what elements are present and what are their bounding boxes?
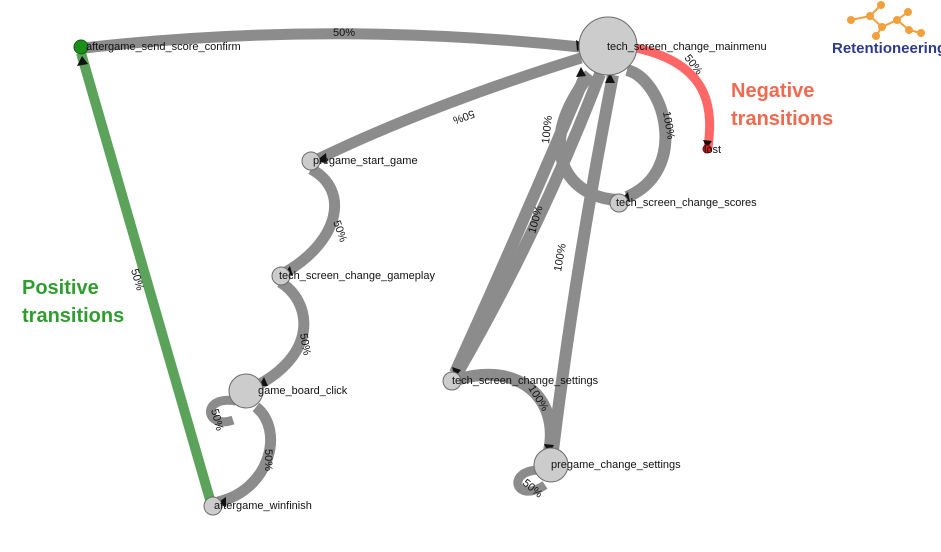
retentioneering-logo: Retentioneering xyxy=(832,1,941,57)
edge-click-self xyxy=(206,395,237,427)
edges xyxy=(83,28,672,508)
node-labels: aftergame_send_score_confirm tech_screen… xyxy=(86,41,767,512)
molecule-icon xyxy=(847,1,925,40)
edge-pcs-self xyxy=(513,465,548,496)
node-label: tech_screen_change_scores xyxy=(616,197,757,209)
node-game-board-click[interactable] xyxy=(228,373,264,409)
node-settings[interactable] xyxy=(442,371,462,391)
edge-start-to-gameplay xyxy=(283,164,341,277)
edge-label: 50% xyxy=(520,477,545,500)
node-pregame-change-settings[interactable] xyxy=(533,447,569,483)
node-mainmenu[interactable] xyxy=(578,16,638,76)
node-label: pregame_change_settings xyxy=(551,459,681,471)
node-label: game_board_click xyxy=(258,385,348,397)
edge-label: 100% xyxy=(552,243,569,273)
node-scores[interactable] xyxy=(609,193,629,213)
arrowhead xyxy=(605,73,615,83)
edge-label: 50% xyxy=(208,408,225,433)
edge-scores-to-mainmenu xyxy=(624,64,672,203)
node-send-score-confirm[interactable] xyxy=(73,39,89,55)
edge-mainmenu-to-start xyxy=(315,52,583,164)
node-start-game[interactable] xyxy=(301,151,321,171)
edge-winfinish-to-send xyxy=(76,51,216,505)
edge-label: 50% xyxy=(262,449,274,471)
node-winfinish[interactable] xyxy=(203,496,223,516)
edge-settings-to-mainmenu xyxy=(452,71,606,376)
edge-settings-to-pcs xyxy=(454,368,557,453)
edge-label: 50% xyxy=(333,27,355,39)
arrowhead xyxy=(576,67,586,77)
edge-gameplay-to-click xyxy=(257,277,310,389)
edge-label: 50% xyxy=(128,268,146,293)
edge-mainmenu-to-lost xyxy=(635,43,715,149)
edge-label: 100% xyxy=(660,110,677,140)
node-lost[interactable] xyxy=(702,144,712,154)
edge-labels: 50% 50% 50% 100% 100% 100% 100% 100% 50%… xyxy=(128,27,705,501)
positive-transitions-label: Positive transitions xyxy=(22,277,124,327)
edge-label: 50% xyxy=(297,332,313,356)
edge-click-to-winfinish xyxy=(216,402,276,508)
arrowhead xyxy=(77,56,88,66)
edge-label: 50% xyxy=(451,107,476,126)
arrowhead xyxy=(703,140,712,148)
node-label: aftergame_winfinish xyxy=(214,500,312,512)
node-label: tech_screen_change_gameplay xyxy=(279,270,435,282)
node-label: tech_screen_change_settings xyxy=(452,375,599,387)
node-label: lost xyxy=(704,144,721,156)
nodes xyxy=(73,16,712,516)
node-label: aftergame_send_score_confirm xyxy=(86,41,241,53)
edge-pcs-to-mainmenu xyxy=(547,73,619,451)
negative-transitions-label: Negative transitions xyxy=(731,80,833,130)
edge-send-to-mainmenu xyxy=(83,28,581,54)
edge-label: 100% xyxy=(540,115,555,144)
node-label: pregame_start_game xyxy=(313,155,418,167)
brand-name: Retentioneering xyxy=(832,40,941,57)
node-label: tech_screen_change_mainmenu xyxy=(607,41,767,53)
node-gameplay[interactable] xyxy=(271,266,291,286)
